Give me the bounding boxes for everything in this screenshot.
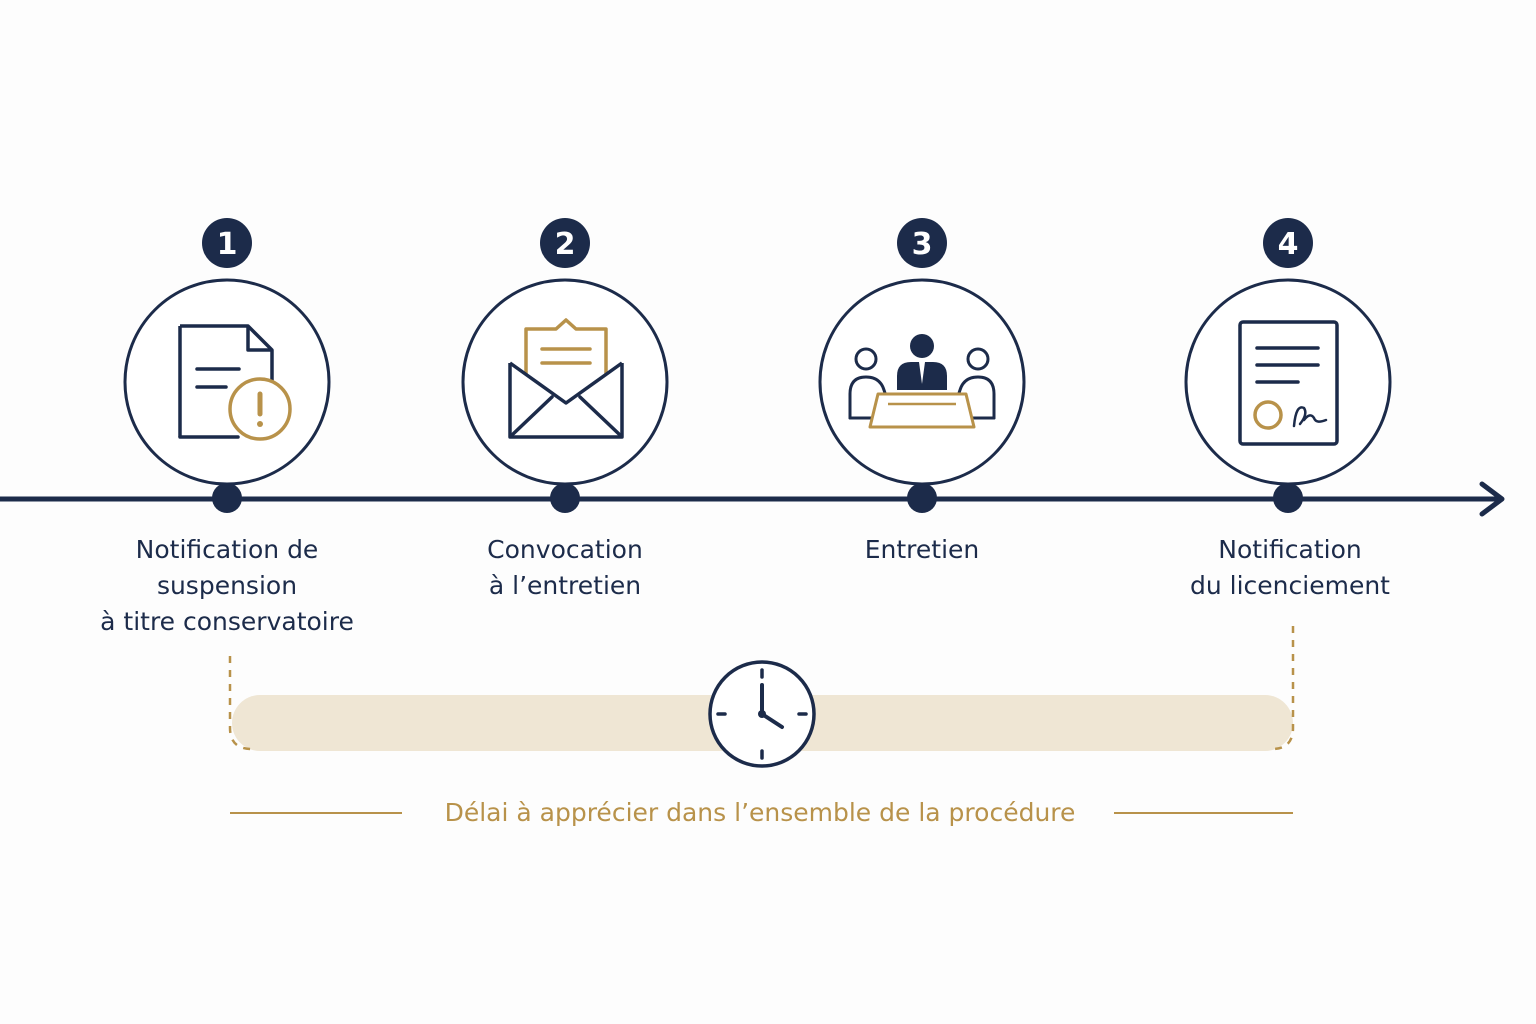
step-2-number: 2 — [555, 227, 576, 262]
step-4-number: 4 — [1278, 227, 1299, 262]
step-1-icon-circle — [123, 278, 331, 486]
step-1-badge — [202, 218, 252, 268]
delay-caption: Délai à apprécier dans l’ensemble de la … — [444, 798, 1076, 827]
timeline-arrowhead — [1479, 481, 1505, 517]
step-3-label: Entretien — [742, 532, 1102, 568]
step-2-label-line: Convocation — [487, 535, 643, 564]
step-3-timeline-dot — [907, 483, 937, 513]
step-2: 2 — [461, 218, 669, 513]
step-2-label-line: à l’entretien — [488, 571, 642, 600]
open-envelope-icon — [508, 318, 624, 439]
step-4-label: Notification du licenciement — [1110, 532, 1470, 604]
signed-document-icon — [1238, 320, 1339, 446]
step-4-label-line: Notification — [1218, 535, 1362, 564]
step-2-badge — [540, 218, 590, 268]
step-3-label-line: Entretien — [864, 535, 980, 564]
step-1-label-line: suspension — [156, 571, 298, 600]
step-1: 1 — [123, 218, 331, 513]
step-3-number: 3 — [912, 227, 933, 262]
step-4-timeline-dot — [1273, 483, 1303, 513]
step-4-label-line: du licenciement — [1190, 571, 1390, 600]
step-3-badge — [897, 218, 947, 268]
step-1-timeline-dot — [212, 483, 242, 513]
clock-icon — [708, 660, 816, 768]
step-2-label: Convocation à l’entretien — [385, 532, 745, 604]
meeting-icon — [848, 334, 996, 429]
step-2-timeline-dot — [550, 483, 580, 513]
step-4-badge — [1263, 218, 1313, 268]
document-warning-icon — [178, 324, 292, 441]
step-2-icon-circle — [461, 278, 669, 486]
step-4: 4 — [1184, 218, 1392, 513]
step-1-label-line: à titre conservatoire — [100, 607, 354, 636]
delay-end-bracket — [1271, 626, 1295, 751]
step-1-label: Notification de suspension à titre conse… — [47, 532, 407, 640]
delay-start-bracket — [228, 656, 253, 751]
step-1-number: 1 — [217, 227, 238, 262]
step-1-label-line: Notification de — [135, 535, 319, 564]
step-3: 3 — [818, 218, 1026, 513]
